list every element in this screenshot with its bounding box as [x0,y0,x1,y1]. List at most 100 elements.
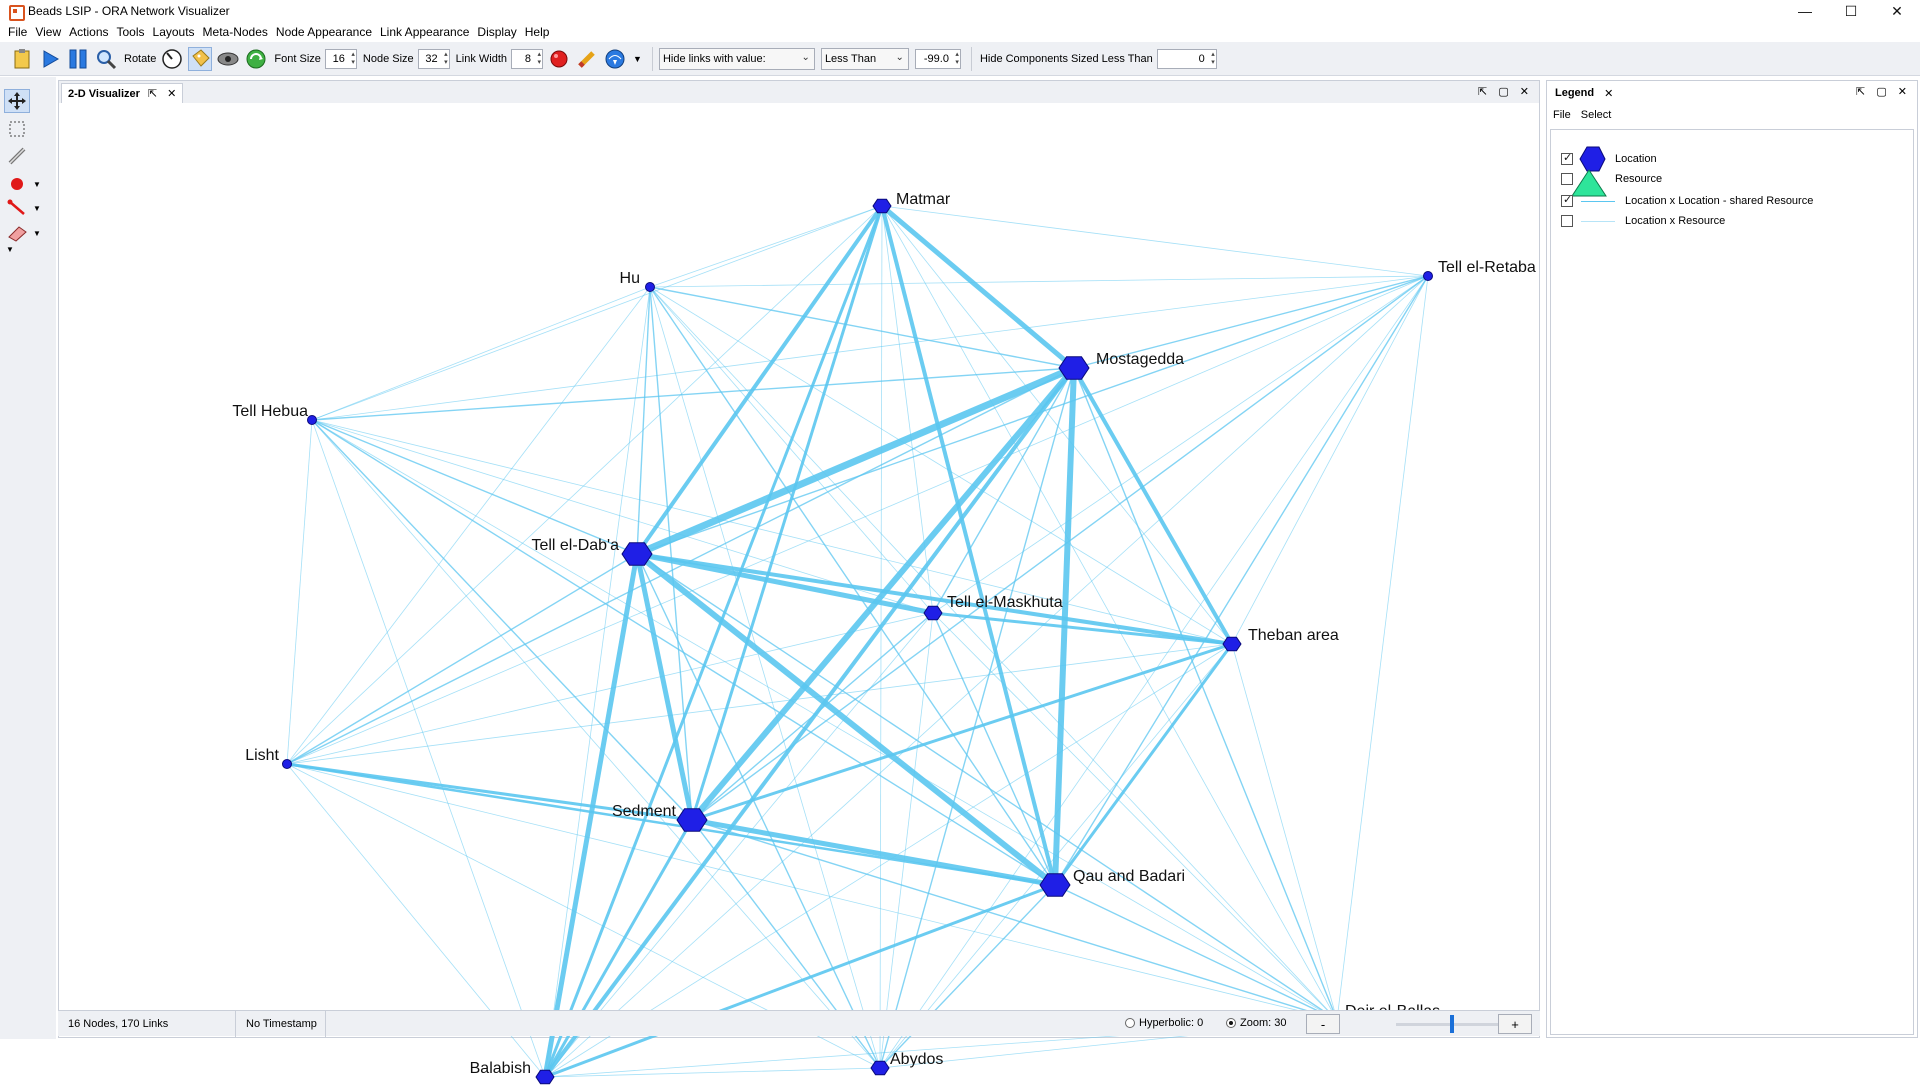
link-matmar-tell-el-daba[interactable] [635,204,884,556]
zoom-radio[interactable]: Zoom: 30 [1226,1017,1286,1029]
hyperbolic-radio[interactable]: Hyperbolic: 0 [1125,1017,1203,1029]
pencil-highlight-icon[interactable] [575,47,599,71]
node-marker[interactable] [282,759,292,769]
link-width-stepper[interactable]: 8 [511,48,544,69]
legend-item-location-x-location[interactable]: Location x Location - shared Resource [1561,192,1813,210]
link-hu-sedment[interactable] [649,286,693,821]
pin-icon[interactable]: ⇱ [147,88,158,100]
menu-link-appearance[interactable]: Link Appearance [380,25,470,39]
zoom-out-button[interactable]: - [1306,1014,1340,1034]
node-marker[interactable] [923,605,943,621]
link-matmar-tell-el-maskhuta[interactable] [881,205,934,614]
link-matmar-tell-hebua[interactable] [311,205,883,421]
link-tell-hebua-abydos[interactable] [311,419,881,1069]
node-marker[interactable] [1039,873,1071,897]
comparison-select[interactable]: Less Than ⌄ [820,47,909,70]
node-mostagedda[interactable]: Mostagedda [1058,351,1184,380]
link-tell-el-retaba-theban-area[interactable] [1231,275,1429,645]
select-rectangle-icon[interactable] [4,117,30,141]
link-tell-el-maskhuta-balabish[interactable] [544,612,934,1078]
add-node-icon[interactable] [4,172,30,196]
node-marker[interactable] [870,1060,890,1076]
link-tell-el-daba-sedment[interactable] [634,553,695,821]
node-tell-el-maskhuta[interactable]: Tell el-Maskhuta [923,594,1063,621]
close-legend-icon[interactable]: ✕ [1604,87,1614,100]
node-marker[interactable] [535,1069,555,1085]
font-size-stepper[interactable]: 16 [324,48,357,69]
link-mostagedda-deir-el-ballas[interactable] [1073,367,1338,1021]
node-qau-and-badari[interactable]: Qau and Badari [1039,868,1185,897]
node-balabish[interactable]: Balabish [470,1060,555,1085]
hide-links-select[interactable]: Hide links with value: ⌄ [658,47,815,70]
zoom-in-button[interactable]: + [1498,1014,1532,1034]
link-hu-tell-hebua[interactable] [311,286,651,421]
link-sedment-deir-el-ballas[interactable] [691,819,1338,1021]
eye-icon[interactable] [216,47,240,71]
node-marker[interactable] [1423,271,1433,281]
resource-checkbox[interactable] [1561,173,1573,185]
link-theban-area-lisht[interactable] [286,643,1233,765]
maximize-button[interactable]: ☐ [1844,2,1858,19]
legend-item-location-x-resource[interactable]: Location x Resource [1561,212,1725,230]
legend-item-location[interactable]: Location [1561,146,1657,172]
close-button[interactable]: ✕ [1891,2,1903,19]
link-mostagedda-theban-area[interactable] [1072,367,1234,645]
menu-help[interactable]: Help [524,25,550,39]
link-tell-el-daba-theban-area[interactable] [636,552,1233,646]
link-tell-el-maskhuta-qau-and-badari[interactable] [932,612,1056,886]
menu-meta-nodes[interactable]: Meta-Nodes [202,25,268,39]
menu-node-appearance[interactable]: Node Appearance [275,25,372,39]
link-theban-area-qau-and-badari[interactable] [1053,643,1234,886]
link-tell-el-retaba-lisht[interactable] [286,275,1429,765]
menu-file[interactable]: File [8,25,28,39]
node-marker[interactable] [872,198,892,214]
add-link-icon[interactable] [4,196,30,220]
eraser-icon[interactable] [4,221,30,245]
link-mostagedda-sedment[interactable] [689,366,1077,822]
zoom-slider-handle[interactable] [1450,1015,1454,1033]
panel-controls[interactable]: ⇱ ▢ ✕ [1478,86,1533,98]
link-lisht-deir-el-ballas[interactable] [286,763,1338,1021]
link-qau-and-badari-balabish[interactable] [544,883,1056,1079]
node-marker[interactable] [645,282,655,292]
node-tell-el-daba[interactable]: Tell el-Dab'a [531,537,653,566]
link-matmar-qau-and-badari[interactable] [880,205,1057,886]
link-sedment-qau-and-badari[interactable] [691,817,1056,888]
link-theban-area-abydos[interactable] [879,643,1233,1069]
link-mostagedda-tell-el-daba[interactable] [635,364,1076,558]
link-tell-hebua-lisht[interactable] [286,419,313,765]
location-link-checkbox[interactable] [1561,193,1573,207]
pause-icon[interactable] [66,47,90,71]
link-tell-el-daba-balabish[interactable] [542,553,640,1078]
link-tell-el-daba-lisht[interactable] [286,553,638,765]
link-tell-hebua-tell-el-maskhuta[interactable] [311,419,934,614]
link-mostagedda-tell-el-maskhuta[interactable] [932,367,1075,614]
node-lisht[interactable]: Lisht [245,747,292,769]
node-marker[interactable] [621,542,653,566]
link-hu-theban-area[interactable] [649,286,1233,645]
move-arrows-icon[interactable] [4,89,30,113]
link-lisht-qau-and-badari[interactable] [286,762,1056,887]
link-tell-el-retaba-tell-el-maskhuta[interactable] [932,275,1429,614]
link-hu-balabish[interactable] [544,286,651,1078]
red-node-icon[interactable] [547,47,571,71]
node-tell-el-retaba[interactable]: Tell el-Retaba [1423,259,1536,281]
link-matmar-abydos[interactable] [879,205,883,1069]
link-tell-el-daba-tell-el-maskhuta[interactable] [636,551,934,616]
globe-dropdown-icon[interactable]: ▼ [633,53,642,64]
rotate-dial-icon[interactable] [160,47,184,71]
link-hu-tell-el-maskhuta[interactable] [649,286,934,614]
node-tell-hebua[interactable]: Tell Hebua [232,403,317,425]
link-abydos-balabish[interactable] [544,1067,881,1078]
menu-tools[interactable]: Tools [116,25,145,39]
link-tell-el-maskhuta-lisht[interactable] [286,612,934,765]
node-marker[interactable] [307,415,317,425]
link-hu-tell-el-daba[interactable] [636,286,651,555]
link-theban-area-balabish[interactable] [544,643,1233,1078]
link-mostagedda-lisht[interactable] [286,367,1075,765]
link-tell-el-retaba-balabish[interactable] [544,275,1429,1078]
node-sedment[interactable]: Sedment [612,803,708,832]
link-tell-hebua-theban-area[interactable] [311,419,1233,645]
hide-components-stepper[interactable]: 0 [1156,48,1217,69]
link-lisht-sedment[interactable] [286,762,693,822]
